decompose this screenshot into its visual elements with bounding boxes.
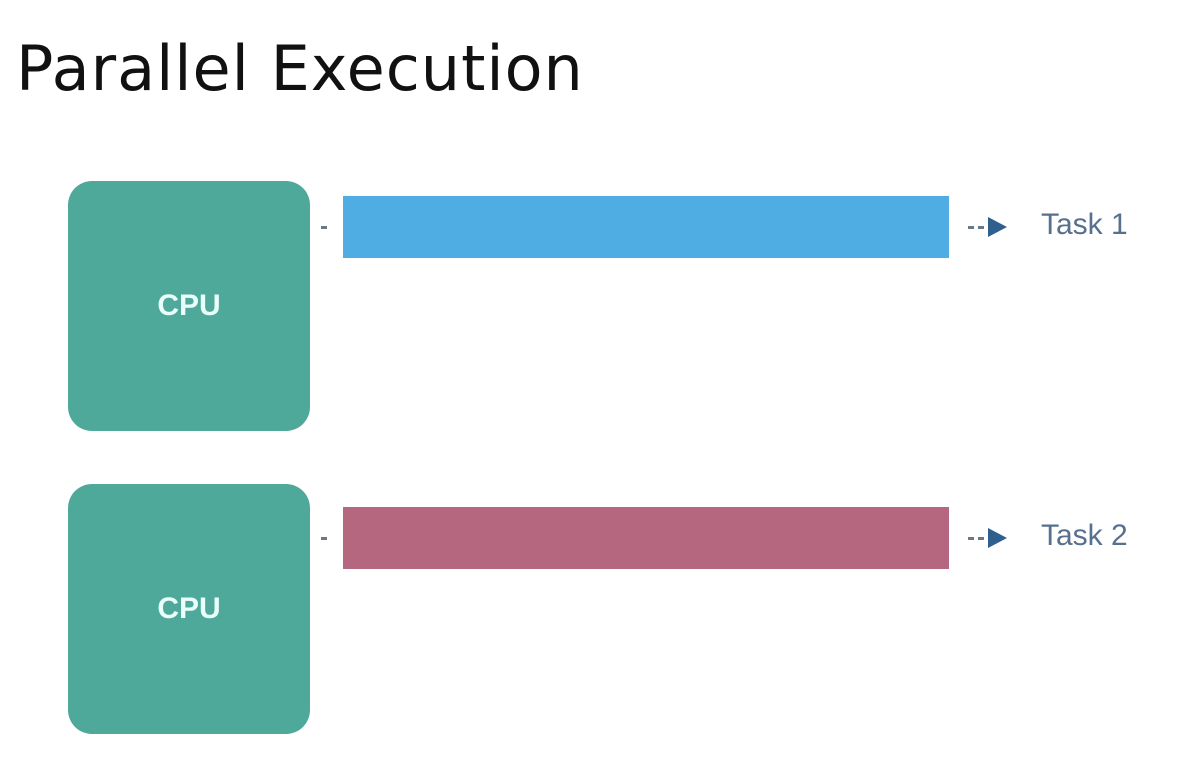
cpu-block-1: CPU xyxy=(68,181,310,431)
task-1-bar xyxy=(343,196,949,258)
connector-dash-1-right-a xyxy=(968,226,974,229)
arrow-right-icon xyxy=(988,217,1007,237)
task-2-label: Task 2 xyxy=(1041,519,1128,552)
diagram-title: Parallel Execution xyxy=(16,32,584,105)
connector-dash-2-right-a xyxy=(968,537,974,540)
cpu-label-2: CPU xyxy=(157,592,221,625)
cpu-block-2: CPU xyxy=(68,484,310,734)
connector-dash-2-right-b xyxy=(978,537,984,540)
connector-dash-1-left xyxy=(321,226,327,229)
arrow-right-icon xyxy=(988,528,1007,548)
connector-dash-2-left xyxy=(321,537,327,540)
connector-dash-1-right-b xyxy=(978,226,984,229)
task-1-label: Task 1 xyxy=(1041,208,1128,241)
cpu-label-1: CPU xyxy=(157,289,221,322)
task-2-bar xyxy=(343,507,949,569)
